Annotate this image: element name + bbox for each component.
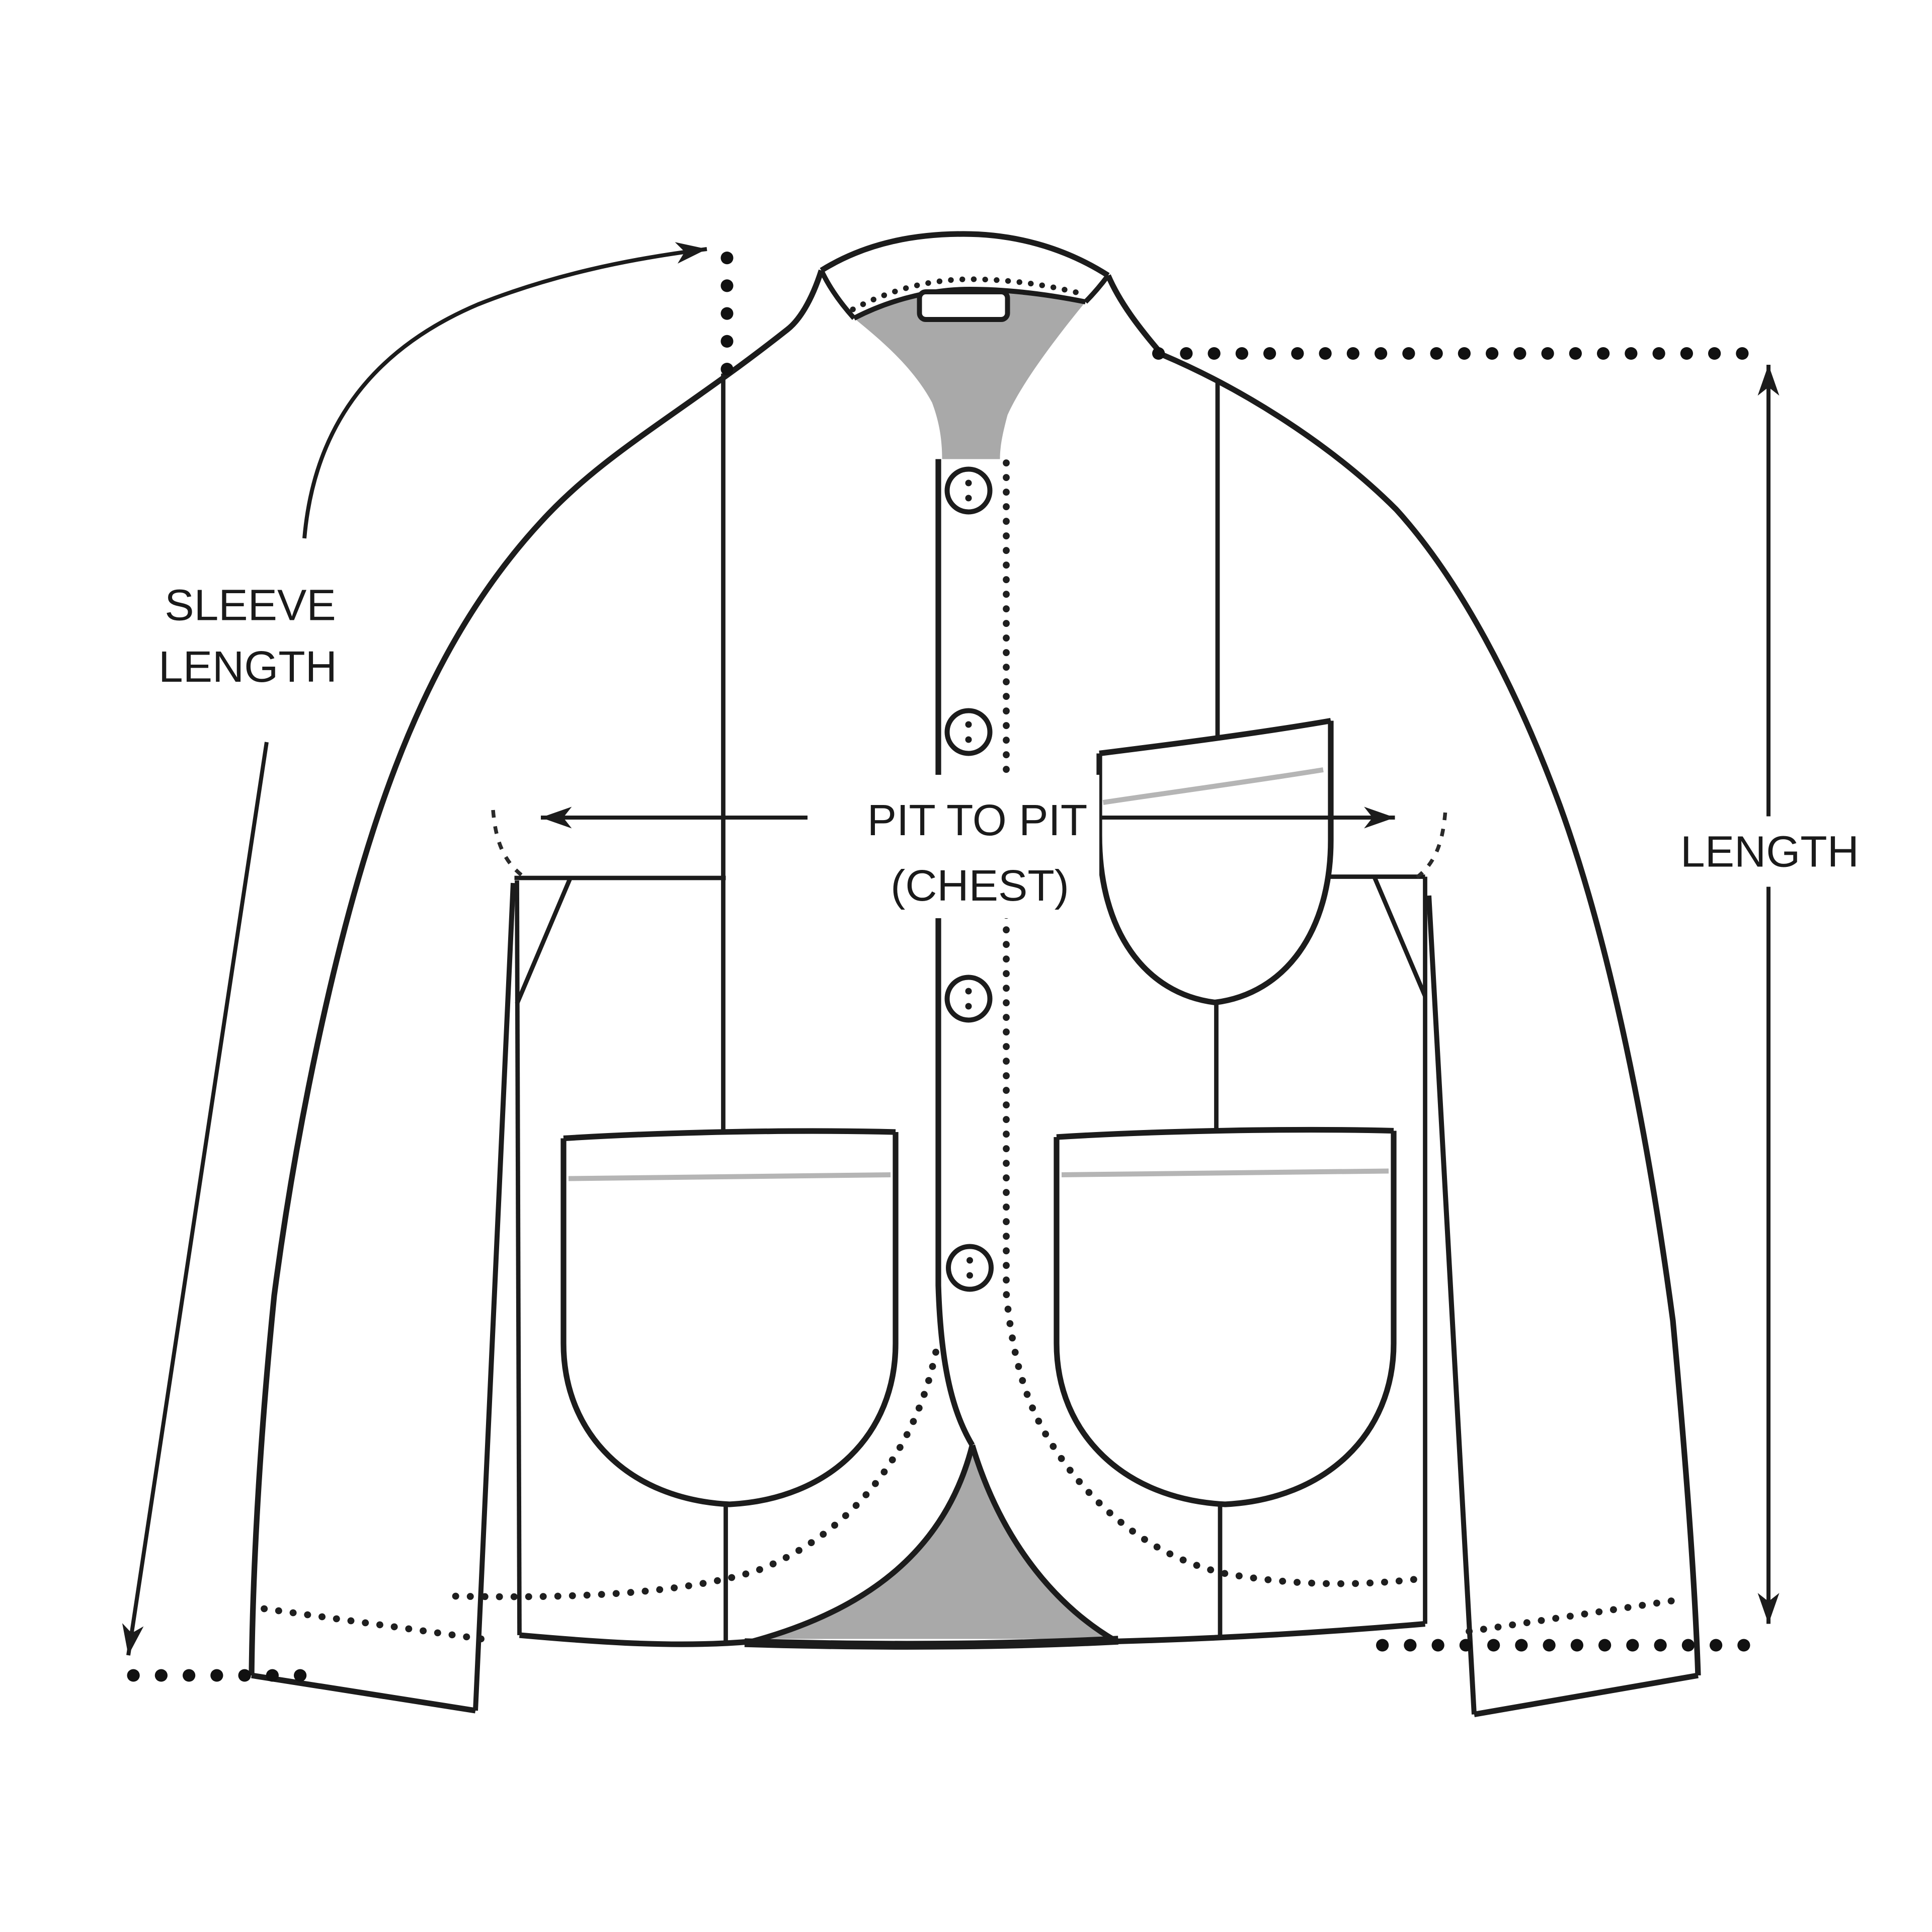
jacket-flat-drawing bbox=[249, 231, 1701, 1718]
left-side-seam bbox=[515, 880, 522, 1636]
measurement-annotations: SLEEVE LENGTH PIT TO PIT (CHEST) LENGTH bbox=[122, 242, 1867, 1682]
button-1-hole-top bbox=[965, 479, 972, 487]
button-3-ring bbox=[944, 975, 993, 1023]
chest-pocket bbox=[1096, 717, 1334, 1006]
pit-to-pit-label-background bbox=[808, 775, 1099, 918]
neck-lining bbox=[854, 289, 1086, 459]
chest-pocket-top-edge bbox=[1099, 717, 1331, 757]
right-cuff-edge bbox=[1474, 1672, 1699, 1718]
collar-right-edge bbox=[1083, 274, 1110, 304]
right-hip-pocket-top-edge bbox=[1056, 1126, 1394, 1140]
sleeve-length-curved-arrow bbox=[302, 242, 707, 539]
length-label-background bbox=[1674, 816, 1867, 887]
right-hip-pocket bbox=[1054, 1126, 1397, 1507]
back-hem-line bbox=[744, 1636, 1118, 1650]
button-4-ring bbox=[946, 1244, 994, 1292]
right-hip-pocket-fill bbox=[1057, 1130, 1394, 1504]
button-1-ring bbox=[944, 466, 993, 515]
pit-to-pit-label-line1: PIT TO PIT bbox=[867, 795, 1088, 845]
left-hip-pocket-fill bbox=[564, 1131, 896, 1504]
hem-lining bbox=[760, 1449, 1112, 1639]
left-hip-pocket bbox=[560, 1128, 899, 1507]
left-hip-pocket-body bbox=[560, 1132, 899, 1507]
placket-edge bbox=[935, 459, 975, 1447]
right-sleeve bbox=[1426, 895, 1699, 1718]
left-underarm-dart bbox=[515, 878, 572, 1005]
front-hem-scoop-right bbox=[970, 1444, 1116, 1643]
left-shoulder-and-sleeve-outline bbox=[249, 269, 824, 1676]
button-3-hole-top bbox=[965, 988, 972, 995]
chest-pocket-fill bbox=[1099, 720, 1331, 1003]
left-cuff-stitching bbox=[261, 1605, 494, 1644]
right-hip-pocket-stitch bbox=[1061, 1168, 1389, 1177]
button-1 bbox=[944, 466, 993, 515]
collar-outer-edge bbox=[820, 231, 1110, 278]
sleeve-length-label-line2: LENGTH bbox=[158, 642, 337, 691]
left-hem-edge bbox=[519, 1632, 753, 1647]
placket-stitching bbox=[1003, 459, 1425, 1587]
pit-to-pit-label-line2: (CHEST) bbox=[891, 861, 1069, 910]
button-3-hole-bottom bbox=[965, 1003, 972, 1010]
chest-pocket-stitch bbox=[1102, 767, 1324, 805]
button-2 bbox=[944, 708, 993, 756]
length-annotation: LENGTH bbox=[1152, 347, 1867, 1652]
collar-stitching bbox=[850, 276, 1082, 312]
chest-pocket-body bbox=[1096, 720, 1334, 1006]
front-hem-scoop-left bbox=[751, 1444, 975, 1644]
button-3 bbox=[944, 975, 993, 1023]
left-hip-pocket-top-edge bbox=[563, 1128, 896, 1142]
pit-to-pit-annotation: PIT TO PIT (CHEST) bbox=[541, 775, 1395, 918]
button-4-hole-top bbox=[967, 1257, 974, 1264]
button-2-hole-top bbox=[965, 721, 972, 728]
sleeve-length-diagonal-line bbox=[122, 742, 269, 1656]
collar-left-edge bbox=[819, 269, 856, 320]
button-2-hole-bottom bbox=[965, 736, 972, 743]
right-underarm-dart bbox=[1373, 877, 1427, 997]
front-panel-seams bbox=[721, 373, 1223, 1643]
length-label: LENGTH bbox=[1680, 827, 1859, 876]
right-cuff-stitching bbox=[1466, 1596, 1681, 1635]
hanging-loop bbox=[917, 289, 1010, 322]
right-armpit-curve bbox=[1411, 812, 1447, 882]
button-1-hole-bottom bbox=[965, 495, 972, 502]
left-sleeve-inner-edge bbox=[473, 882, 516, 1711]
collar-band-fill bbox=[821, 234, 1108, 318]
sleeve-length-label-line1: SLEEVE bbox=[165, 581, 336, 630]
button-4-hole-bottom bbox=[967, 1272, 974, 1279]
right-hem-edge bbox=[1114, 1621, 1425, 1645]
sleeve-length-annotation: SLEEVE LENGTH bbox=[122, 242, 734, 1682]
button-2-ring bbox=[944, 708, 993, 756]
left-cuff-edge bbox=[251, 1672, 476, 1714]
right-hip-pocket-body bbox=[1054, 1131, 1397, 1507]
left-hip-pocket-stitch bbox=[568, 1172, 891, 1181]
left-sleeve bbox=[251, 882, 516, 1714]
front-buttons bbox=[944, 466, 994, 1292]
right-sleeve-inner-edge bbox=[1426, 895, 1477, 1715]
left-armpit-curve bbox=[491, 810, 528, 881]
button-4 bbox=[946, 1244, 994, 1292]
